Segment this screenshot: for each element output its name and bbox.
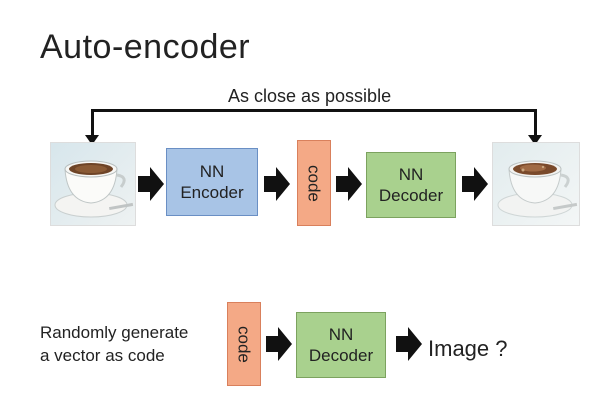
arrow-decoder-to-image (396, 327, 422, 361)
feedback-right-arrowhead (528, 135, 542, 145)
decoder-2-label-line2: Decoder (308, 346, 374, 365)
encoder-label-line1: NN (199, 161, 225, 181)
code-label-2: code (234, 325, 254, 363)
generate-text: Randomly generate a vector as code (40, 322, 220, 368)
decoder-box-2: NN Decoder (296, 312, 386, 378)
encoder-label-line2: Encoder (180, 183, 244, 202)
generate-text-line1: Randomly generate (40, 323, 189, 342)
generate-text-line2: a vector as code (40, 345, 165, 365)
output-coffee-icon (493, 143, 579, 225)
arrow-encoder-to-code (264, 167, 290, 201)
decoder-label-line2: Decoder (378, 186, 444, 205)
encoder-box: NN Encoder (166, 148, 258, 216)
arrow-code-to-decoder (336, 167, 362, 201)
arrow-decoder-to-output (462, 167, 488, 201)
arrow-code-to-decoder-2 (266, 327, 292, 361)
input-coffee-icon (51, 143, 135, 225)
decoder-2-label-line1: NN (328, 324, 354, 344)
decoder-label-line1: NN (398, 164, 424, 184)
feedback-label: As close as possible (228, 86, 392, 106)
code-box-2: code (227, 302, 261, 386)
feedback-right-drop (534, 109, 537, 139)
output-image-label: Image ? (428, 336, 508, 361)
feedback-line (91, 109, 537, 112)
arrow-input-to-encoder (138, 167, 164, 201)
code-box: code (297, 140, 331, 226)
decoder-box: NN Decoder (366, 152, 456, 218)
page-title: Auto-encoder (40, 28, 251, 66)
feedback-left-arrowhead (85, 135, 99, 145)
feedback-left-drop (91, 109, 94, 139)
output-coffee-image (492, 142, 580, 226)
code-label: code (304, 164, 324, 202)
input-coffee-image (50, 142, 136, 226)
